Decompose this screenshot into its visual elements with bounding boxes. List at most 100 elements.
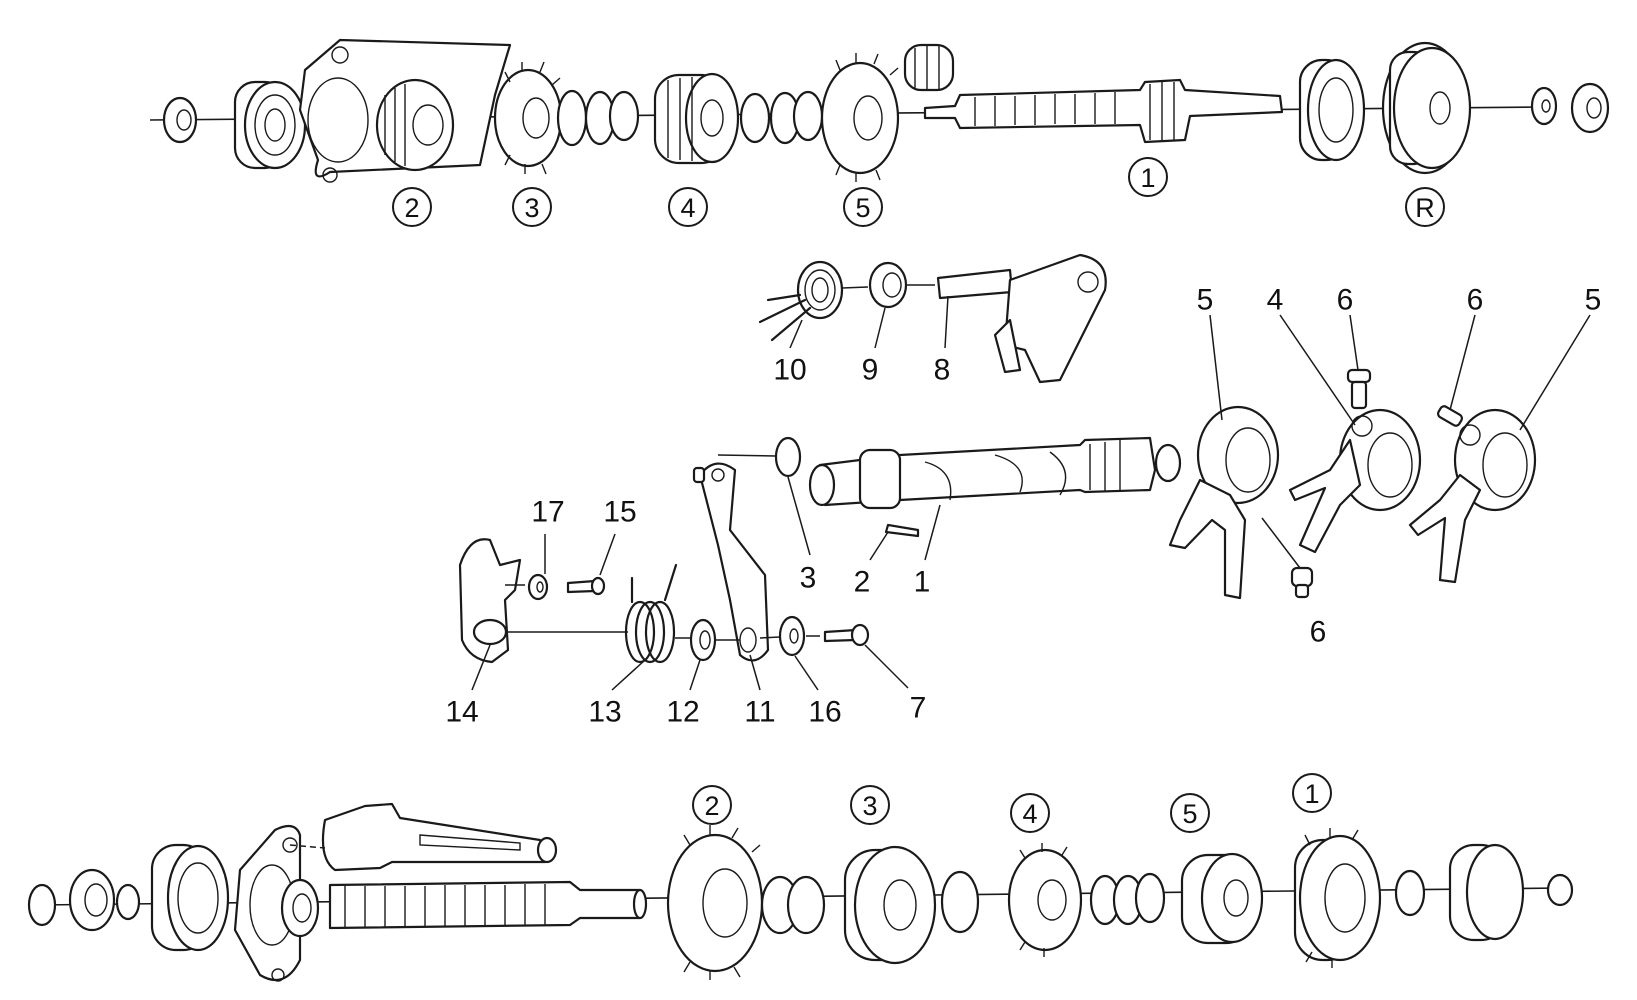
label-1: 1: [914, 566, 931, 599]
bottom-reverse-shaft: [289, 802, 558, 872]
leader-9: [874, 307, 886, 349]
label-11: 11: [744, 696, 775, 729]
leader-8: [944, 295, 949, 349]
part-13-spring: [624, 563, 678, 664]
bottom-gear-2: [666, 825, 764, 980]
svg-text:3: 3: [524, 193, 539, 223]
leader-3: [787, 476, 811, 556]
leader-16: [794, 655, 819, 691]
svg-text:1: 1: [1304, 779, 1319, 809]
bottom-bush: [68, 868, 116, 932]
bottom-shaft-assembly: 2 3 4 5 1: [27, 773, 1574, 982]
bottom-gear-3: [843, 845, 937, 965]
bottom-gear-5: [1180, 852, 1264, 945]
label-17: 17: [531, 496, 564, 529]
leader-7: [864, 644, 909, 689]
part-10-spring: [758, 260, 844, 342]
label-13: 13: [588, 696, 621, 729]
label-14: 14: [445, 696, 478, 729]
axis-6-bottom: [1261, 517, 1301, 569]
bottom-layshaft: [328, 880, 648, 930]
axis-10-9: [841, 286, 869, 289]
label-9: 9: [862, 354, 879, 387]
label-5-right: 5: [1585, 284, 1602, 317]
label-8: 8: [934, 354, 951, 387]
leader-11: [749, 654, 761, 691]
top-nut: [162, 96, 198, 144]
svg-text:1: 1: [1140, 163, 1155, 193]
top-label-gear-4: 4: [668, 187, 708, 227]
label-2: 2: [854, 566, 871, 599]
svg-text:2: 2: [404, 193, 419, 223]
bottom-label-gear-2: 2: [692, 785, 732, 825]
top-gear-3: [493, 61, 563, 175]
label-4: 4: [1267, 284, 1284, 317]
bottom-label-gear-5: 5: [1170, 793, 1210, 833]
svg-text:4: 4: [680, 193, 695, 223]
svg-text:5: 5: [1182, 799, 1197, 829]
label-15: 15: [603, 496, 636, 529]
top-gear-5: [820, 53, 900, 182]
top-bearing: [233, 80, 307, 170]
part-6-pin-right: [1436, 405, 1464, 427]
bottom-washers-a: [760, 875, 826, 935]
label-6-a: 6: [1337, 284, 1354, 317]
leader-5-right: [1519, 314, 1591, 431]
part-4-fork-middle: [1288, 408, 1422, 554]
part-2-pin: [884, 523, 920, 538]
part-6-pin-middle: [1346, 368, 1372, 410]
top-gear-2: [375, 78, 455, 172]
svg-text:4: 4: [1022, 799, 1037, 829]
part-14-plate: [458, 538, 522, 664]
bottom-washers-c: [1089, 872, 1166, 926]
leader-10: [789, 319, 803, 349]
bottom-circlip-b: [115, 883, 141, 921]
label-6-b: 6: [1467, 284, 1484, 317]
top-label-gear-r: R: [1405, 187, 1445, 227]
label-3: 3: [800, 562, 817, 595]
axis-3: [717, 454, 777, 457]
bottom-washer-b: [940, 870, 980, 934]
leader-6-a: [1349, 314, 1359, 371]
part-8-selector-plate: [936, 253, 1107, 384]
svg-text:R: R: [1415, 193, 1435, 223]
part-1-selector-drum: [808, 436, 1182, 510]
leader-5-left: [1209, 314, 1223, 421]
part-3-circlip: [774, 436, 802, 478]
top-label-gear-3: 3: [512, 187, 552, 227]
top-washers-b: [739, 90, 824, 145]
label-5-left: 5: [1197, 284, 1214, 317]
label-10: 10: [773, 354, 806, 387]
top-needle-cage: [903, 43, 955, 92]
bottom-gear-1: [1293, 828, 1382, 968]
label-12: 12: [666, 696, 699, 729]
part-5-fork-right: [1408, 408, 1537, 584]
bottom-bush-small: [280, 878, 320, 938]
selector-assembly: 10 9 8: [445, 253, 1602, 729]
label-7: 7: [910, 692, 927, 725]
leader-2: [869, 531, 889, 561]
leader-4: [1279, 314, 1356, 426]
top-gear-4: [653, 72, 740, 165]
leader-6-b: [1449, 314, 1476, 411]
svg-text:2: 2: [704, 791, 719, 821]
bottom-washer-d: [1394, 869, 1426, 917]
part-17-washer: [527, 573, 549, 601]
svg-text:3: 3: [862, 791, 877, 821]
leader-12: [689, 659, 701, 691]
top-shaft-assembly: 2 3 4 5 1 R: [149, 38, 1610, 227]
top-end-washer: [1530, 86, 1558, 126]
bottom-bearing: [150, 843, 230, 952]
leader-1: [924, 504, 941, 561]
part-5-fork-left: [1168, 405, 1280, 600]
top-reverse-gear: [1381, 41, 1472, 175]
leader-15: [599, 533, 616, 576]
bottom-cover-plate: [233, 824, 302, 982]
label-16: 16: [808, 696, 841, 729]
part-12-bush: [689, 618, 717, 662]
top-end-nut: [1570, 82, 1610, 134]
part-11-lever: [692, 462, 770, 662]
bottom-bearing-right: [1448, 843, 1525, 942]
part-15-screw: [566, 576, 606, 596]
